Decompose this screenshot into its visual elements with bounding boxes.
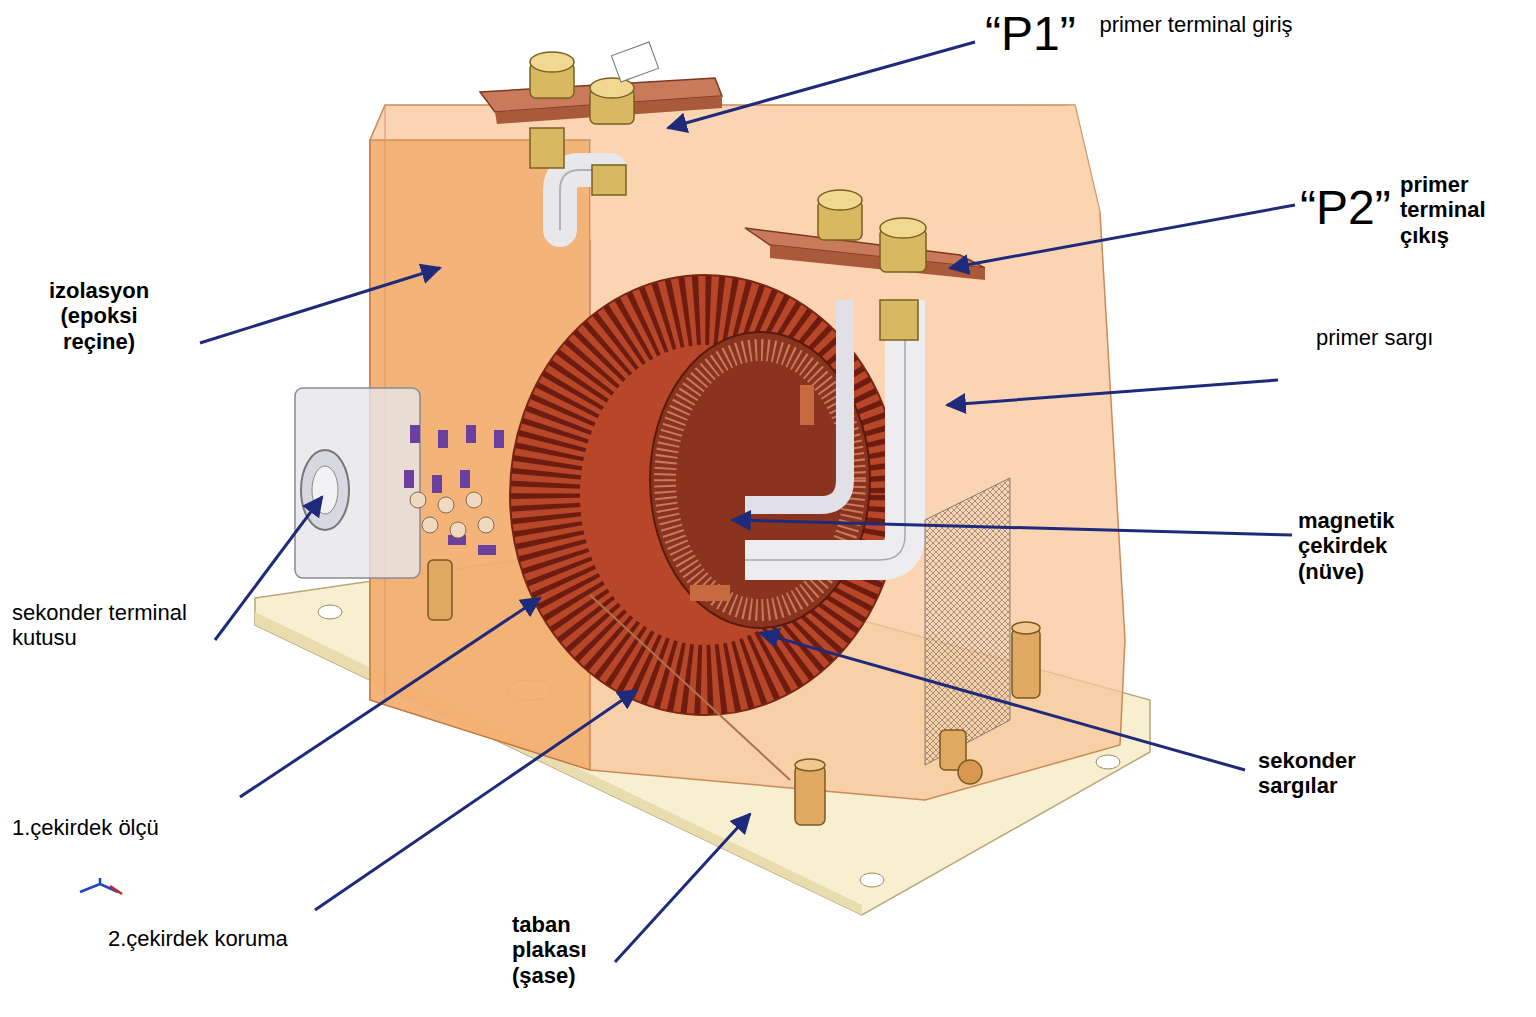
- part-label: 1.çekirdek ölçü: [12, 815, 252, 840]
- mount-hole: [318, 605, 342, 619]
- earth-studs: [428, 560, 1040, 825]
- part-label: 2.çekirdek koruma: [108, 926, 368, 951]
- part-label: magnetik çekirdek (nüve): [1298, 508, 1438, 584]
- part-label: primer terminal giriş: [1096, 12, 1296, 37]
- core-spacer: [690, 585, 730, 601]
- part-label: sekonder terminal kutusu: [12, 600, 212, 651]
- terminal-screws: [404, 425, 504, 555]
- epoxy-housing: [370, 105, 1125, 800]
- toroid-winding-body: [510, 275, 900, 715]
- part-label: primer terminal çıkış: [1400, 172, 1520, 248]
- part-label: primer sargı: [1316, 325, 1516, 350]
- p2-bolts: [818, 190, 926, 340]
- axis-triad: [80, 878, 118, 892]
- primary-winding-bar-inner: [745, 300, 845, 505]
- mount-hole: [860, 873, 884, 887]
- axis-triad-x: [110, 886, 122, 894]
- mount-hole: [1096, 755, 1120, 769]
- ground-wire: [590, 595, 790, 780]
- terminal-id: “P2”: [1300, 180, 1410, 235]
- leader-lines: [200, 42, 1295, 962]
- terminal-id: “P1”: [985, 6, 1115, 61]
- housing-top: [590, 105, 1100, 240]
- part-label: taban plakası (şase): [512, 912, 622, 988]
- core-spacer: [800, 385, 814, 425]
- part-label: sekonder sargılar: [1258, 748, 1388, 799]
- secondary-terminal-box: [295, 388, 420, 578]
- toroid-outline: [510, 275, 900, 715]
- p2-terminal-plate-edge: [770, 245, 985, 280]
- rating-tag: [611, 42, 658, 82]
- cable-gland: [301, 450, 349, 530]
- shield-mesh: [925, 478, 1010, 765]
- part-label: izolasyon (epoksi reçine): [24, 278, 174, 354]
- terminal-studs: [410, 492, 494, 538]
